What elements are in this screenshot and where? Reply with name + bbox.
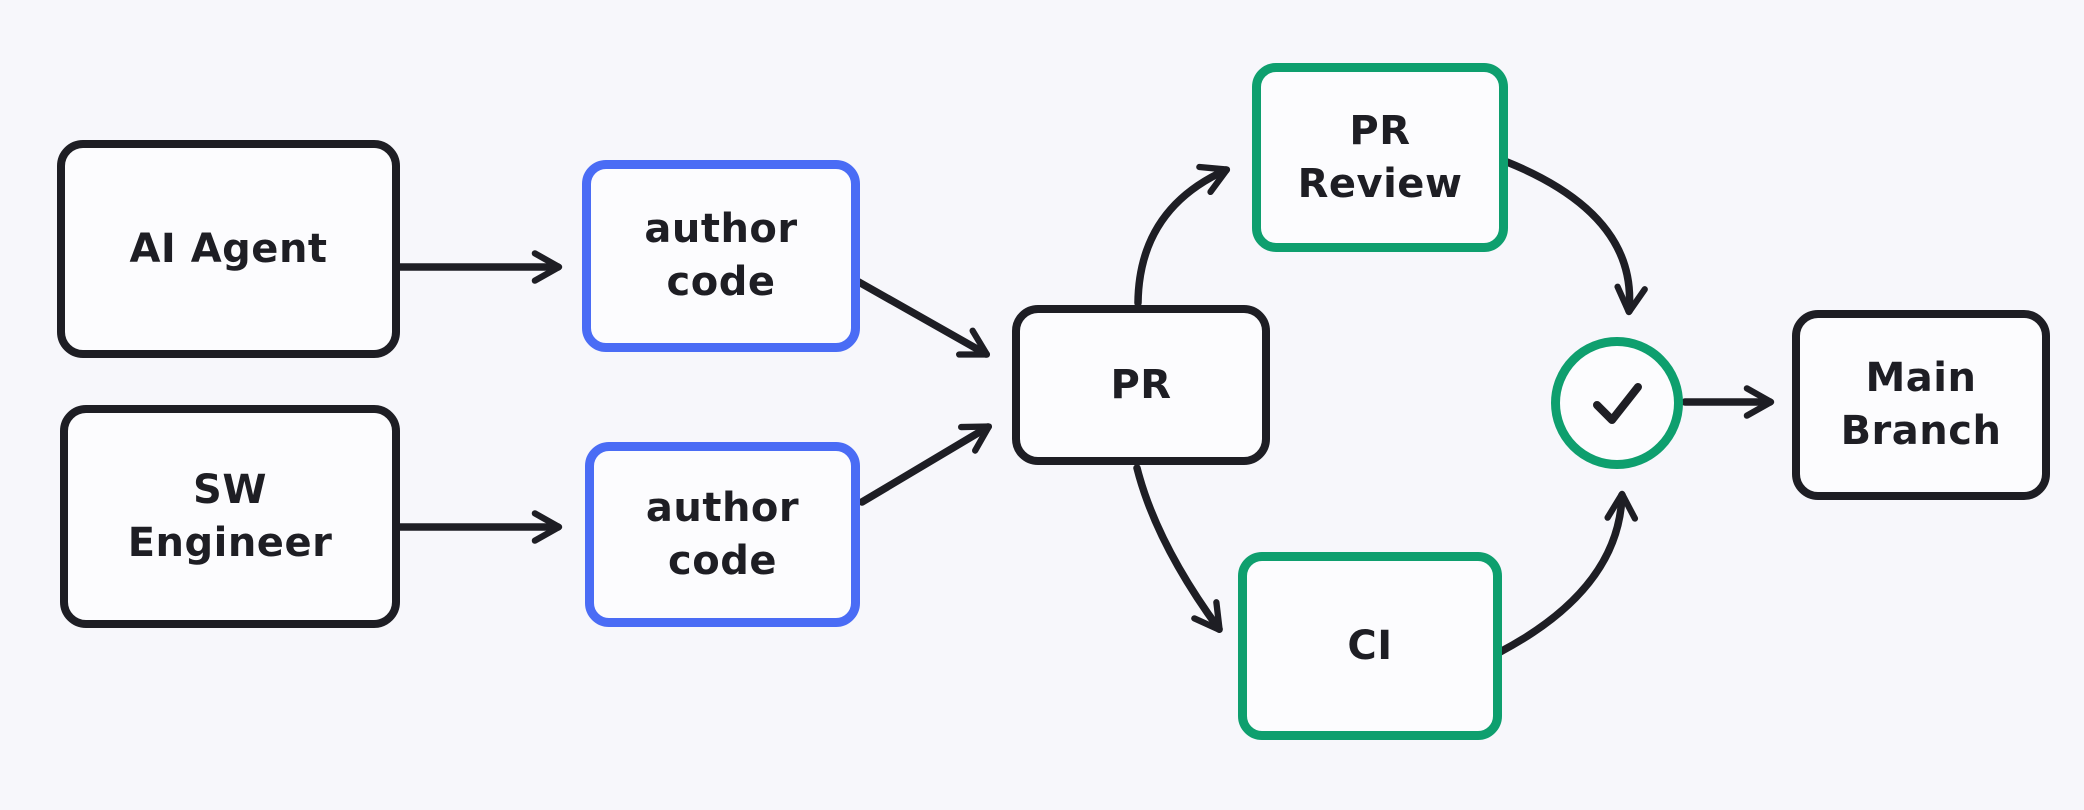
- node-ci: CI: [1238, 552, 1502, 740]
- node-pr-review-label: PR Review: [1297, 107, 1463, 207]
- node-ci-label: CI: [1347, 622, 1393, 669]
- node-sw-engineer: SW Engineer: [60, 405, 400, 628]
- node-sw-engineer-label: SW Engineer: [127, 466, 333, 566]
- edge-pr-to-ci: [1133, 464, 1223, 633]
- edge-pr-review-to-approval: [1503, 158, 1648, 316]
- node-author-code-top-label: author code: [644, 206, 798, 305]
- edge-author-code-bottom-to-pr: [858, 423, 993, 506]
- edge-ci-to-approval: [1496, 490, 1639, 656]
- node-approval-circle: [1551, 337, 1683, 469]
- node-pr-label: PR: [1110, 361, 1172, 408]
- edge-pr-to-pr-review: [1134, 163, 1231, 307]
- node-author-code-bottom-label: author code: [645, 484, 800, 584]
- node-main-branch: Main Branch: [1792, 310, 2050, 500]
- node-main-branch-label: Main Branch: [1840, 355, 2002, 454]
- edge-author-code-top-to-pr: [853, 277, 991, 358]
- node-author-code-top: author code: [582, 160, 860, 352]
- node-ai-agent-label: AI Agent: [129, 225, 328, 272]
- node-ai-agent: AI Agent: [57, 140, 400, 358]
- check-icon: [1584, 322, 1650, 484]
- node-pr-review: PR Review: [1252, 63, 1508, 252]
- node-author-code-bottom: author code: [585, 442, 860, 627]
- node-pr: PR: [1012, 305, 1270, 465]
